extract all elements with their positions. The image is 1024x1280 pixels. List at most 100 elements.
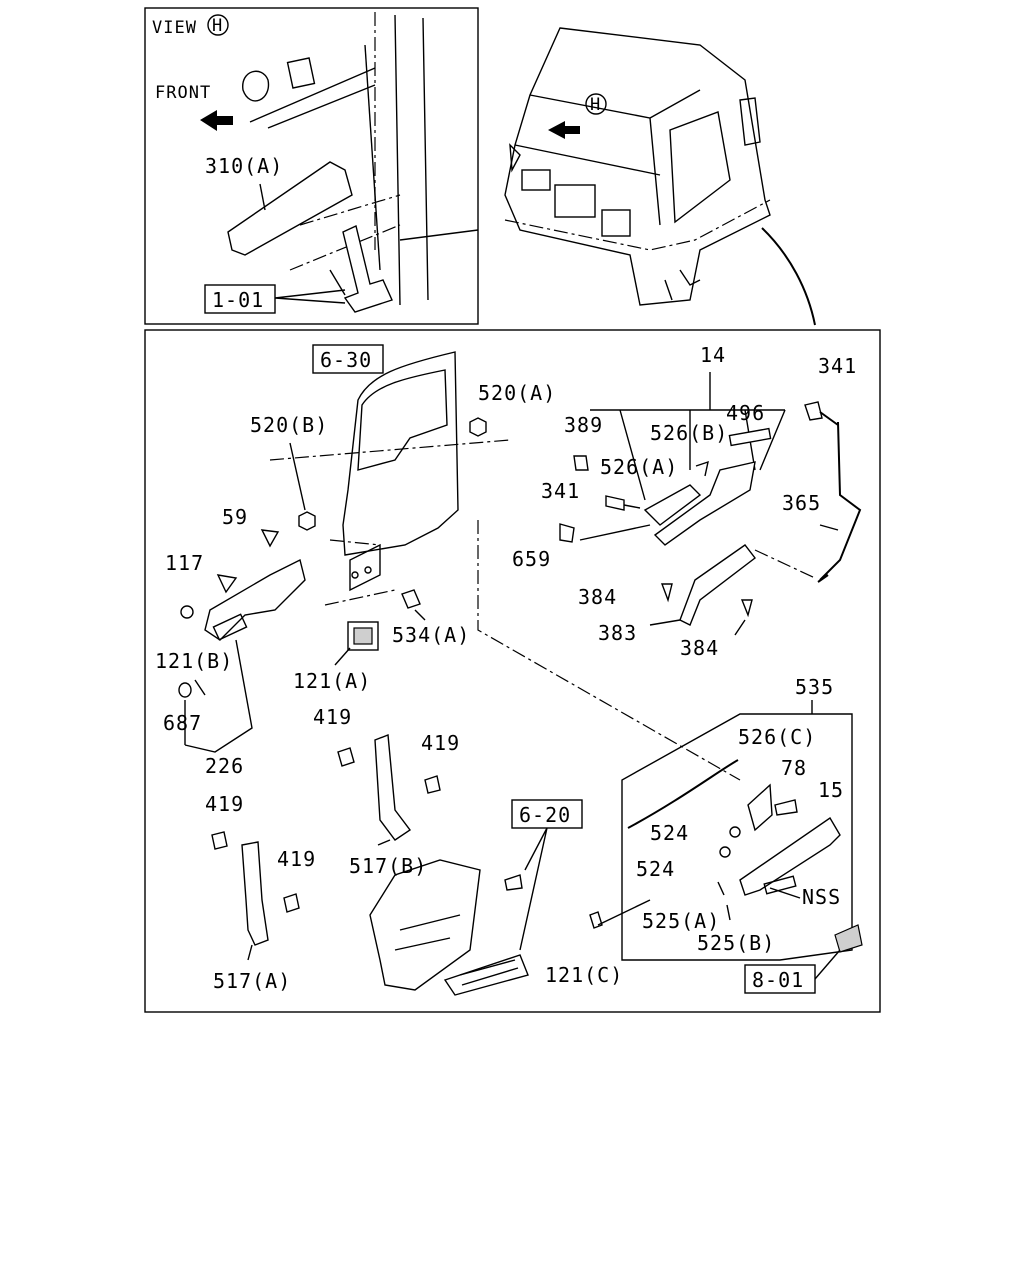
label-419a: 419	[313, 705, 352, 729]
label-117: 117	[165, 551, 204, 575]
door-outline	[342, 351, 459, 556]
weatherstrip-526c	[627, 759, 739, 829]
step-housing-6-20	[369, 859, 481, 991]
view-h-panel: VIEW H FRONT 310(A) 1-01	[144, 7, 479, 325]
label-526b: 526(B)	[650, 421, 728, 445]
trim-383	[679, 544, 756, 626]
rivet-384b	[740, 599, 753, 618]
pad-496	[728, 427, 772, 447]
label-121c: 121(C)	[545, 963, 623, 987]
nut-524a	[729, 826, 741, 838]
bolt-419a	[337, 747, 355, 767]
svg-text:8-01: 8-01	[752, 968, 804, 992]
label-687: 687	[163, 711, 202, 735]
stopper-121a	[347, 621, 379, 651]
label-520a: 520(A)	[478, 381, 556, 405]
door-window	[357, 369, 448, 471]
label-310a: 310(A)	[205, 154, 283, 178]
accelerator-pedal	[342, 225, 393, 313]
label-517a: 517(A)	[213, 969, 291, 993]
label-659: 659	[512, 547, 551, 571]
view-marker: H	[207, 14, 229, 36]
label-389: 389	[564, 413, 603, 437]
cab-door-window	[669, 111, 731, 224]
label-226: 226	[205, 754, 244, 778]
clip-59	[260, 529, 280, 548]
label-526a: 526(A)	[600, 455, 678, 479]
main-panel-frame	[144, 329, 881, 1013]
rod-365	[817, 411, 862, 583]
ref-box-6-30	[312, 344, 384, 374]
bolt-341a	[605, 495, 625, 511]
fastener-121b	[180, 605, 194, 619]
scuff-plate-535	[739, 816, 841, 896]
trim-plate-310a	[227, 161, 353, 256]
svg-text:6-20: 6-20	[519, 803, 571, 827]
cab-marker: H	[585, 93, 607, 115]
screw-389	[573, 455, 589, 471]
svg-text:H: H	[590, 95, 601, 115]
cab-body	[504, 27, 771, 306]
svg-text:1-01: 1-01	[212, 288, 264, 312]
main-panel: 6-30 520(A) 520(B) 59 117 121(B) 687 226…	[144, 329, 881, 1013]
screw-15	[774, 799, 798, 816]
svg-text:6-30: 6-30	[320, 348, 372, 372]
fastener-659	[559, 523, 575, 543]
label-534a: 534(A)	[392, 623, 470, 647]
label-517b: 517(B)	[349, 854, 427, 878]
label-525a: 525(A)	[642, 909, 720, 933]
label-78: 78	[781, 756, 807, 780]
label-419b: 419	[421, 731, 460, 755]
front-label: FRONT	[155, 83, 211, 103]
svg-text:H: H	[212, 16, 223, 36]
label-383: 383	[598, 621, 637, 645]
front-arrow-icon	[200, 110, 233, 131]
ref-box-1-01	[204, 284, 276, 314]
label-496: 496	[726, 401, 765, 425]
cab-front-arrow-icon	[548, 121, 580, 139]
label-419d: 419	[277, 847, 316, 871]
nut-520b	[298, 511, 316, 531]
callout-arc	[761, 227, 816, 326]
label-121b: 121(B)	[155, 649, 233, 673]
bolt-419b	[424, 775, 441, 794]
label-384b: 384	[680, 636, 719, 660]
bracket-78	[747, 783, 773, 832]
label-384a: 384	[578, 585, 617, 609]
nut-524b	[719, 846, 731, 858]
switch-8-01	[834, 924, 863, 953]
cab-interior-oval	[242, 70, 270, 102]
rivet-384a	[660, 583, 673, 603]
label-419c: 419	[205, 792, 244, 816]
label-15: 15	[818, 778, 844, 802]
label-365: 365	[782, 491, 821, 515]
bolt-341b	[804, 401, 823, 421]
label-524b: 524	[636, 857, 675, 881]
step-panel-14	[653, 461, 756, 546]
label-341a: 341	[541, 479, 580, 503]
cab-interior-window	[286, 57, 316, 89]
trim-526a	[643, 484, 702, 526]
clip-526b	[695, 460, 709, 477]
cab-overview: H	[504, 27, 816, 326]
step-tread	[443, 954, 529, 996]
washer-687	[178, 682, 192, 698]
cab-rear-window	[739, 97, 761, 146]
fastener-534a	[401, 589, 421, 609]
view-label: VIEW	[152, 18, 197, 38]
fastener-121c	[589, 911, 603, 929]
nut-520a	[469, 417, 487, 437]
view-panel-frame	[144, 7, 479, 325]
bolt-419d	[283, 893, 300, 913]
label-526c: 526(C)	[738, 725, 816, 749]
label-524a: 524	[650, 821, 689, 845]
label-535: 535	[795, 675, 834, 699]
bolt-6-20	[504, 874, 523, 891]
assembly-535-frame	[621, 700, 853, 961]
bracket-517b	[374, 734, 412, 841]
label-121a: 121(A)	[293, 669, 371, 693]
clip-117	[216, 574, 238, 594]
label-nss: NSS	[802, 885, 841, 909]
label-341b: 341	[818, 354, 857, 378]
